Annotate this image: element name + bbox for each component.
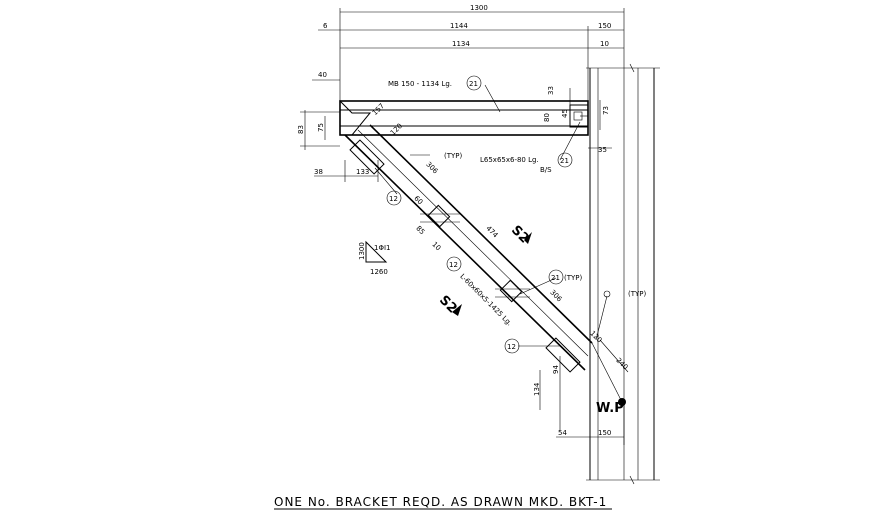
dim-top-beam-outer: 1144 (450, 22, 468, 30)
mark-12-upper: 12 (389, 195, 398, 203)
dim-beam-inner-right: 10 (600, 40, 609, 48)
dimension-lines (300, 8, 629, 445)
dim-left-83: 83 (297, 125, 305, 134)
mark-21-angle-circle (557, 152, 573, 168)
drawing-title: ONE No. BRACKET REQD. AS DRAWN MKD. BKT-… (274, 495, 607, 509)
dim-lower-94: 94 (552, 365, 560, 374)
dim-right-80: 80 (543, 113, 551, 122)
slope-note: 1ΦI1 (374, 244, 390, 252)
slope-triangle (365, 240, 388, 263)
dim-bottom-150: 150 (598, 429, 611, 437)
weld-symbol-circle (603, 290, 611, 298)
column (586, 63, 660, 485)
diagonal-member (344, 124, 593, 373)
dim-top-right-outer: 150 (598, 22, 611, 30)
mark-21-beam-circle (466, 75, 482, 91)
dim-lower-134: 134 (533, 382, 541, 396)
angle-callout: L65x65x6-80 Lg. (480, 156, 539, 164)
mark-12-lower: 12 (507, 343, 516, 351)
dim-diag-306-upper: 306 (424, 160, 439, 175)
diagonal-callout: L-60x60x5-1425 Lg. (458, 272, 513, 327)
dim-bottom-54: 54 (558, 429, 567, 437)
dim-right-73: 73 (602, 106, 610, 115)
beam-callout: MB 150 - 1134 Lg. (388, 80, 452, 88)
typ-2: (TYP) (564, 274, 583, 282)
mark-12-diag-circle (446, 256, 462, 272)
dim-diag-474: 474 (484, 224, 499, 239)
dim-right-45: 45 (561, 109, 569, 118)
dim-top-overall: 1300 (470, 4, 488, 12)
horizontal-beam (339, 99, 589, 136)
mark-21-mid: 21 (551, 274, 560, 282)
mark-12-lower-circle (504, 338, 520, 354)
dim-left-40: 40 (318, 71, 327, 79)
slope-rise: 1300 (358, 242, 366, 260)
beam-callout-mark: 21 (469, 80, 478, 88)
mark-21-mid-circle (548, 269, 564, 285)
slope-run: 1260 (370, 268, 388, 276)
diagonal-mark: 12 (449, 261, 458, 269)
angle-callout-mark: 21 (560, 157, 569, 165)
dim-beam-inner: 1134 (452, 40, 470, 48)
dim-diag-60: 60 (412, 194, 424, 206)
section-arrows (452, 232, 532, 316)
dim-left-75: 75 (317, 123, 325, 132)
typ-3: (TYP) (628, 290, 647, 298)
angle-callout-sub: B/S (540, 166, 552, 174)
dim-right-35: 35 (598, 146, 607, 154)
typ-1: (TYP) (444, 152, 463, 160)
mark-12-upper-circle (386, 190, 402, 206)
dim-left-133: 133 (356, 168, 369, 176)
dim-diag-10: 10 (430, 240, 442, 252)
dim-end-157: 157 (371, 102, 386, 117)
dim-left-38: 38 (314, 168, 323, 176)
dim-diag-85: 85 (414, 224, 426, 236)
dim-right-33: 33 (547, 86, 555, 95)
dim-diag-240: 240 (614, 356, 629, 371)
dim-top-left-gap: 6 (323, 22, 328, 30)
work-point-label: W.P (596, 401, 624, 416)
